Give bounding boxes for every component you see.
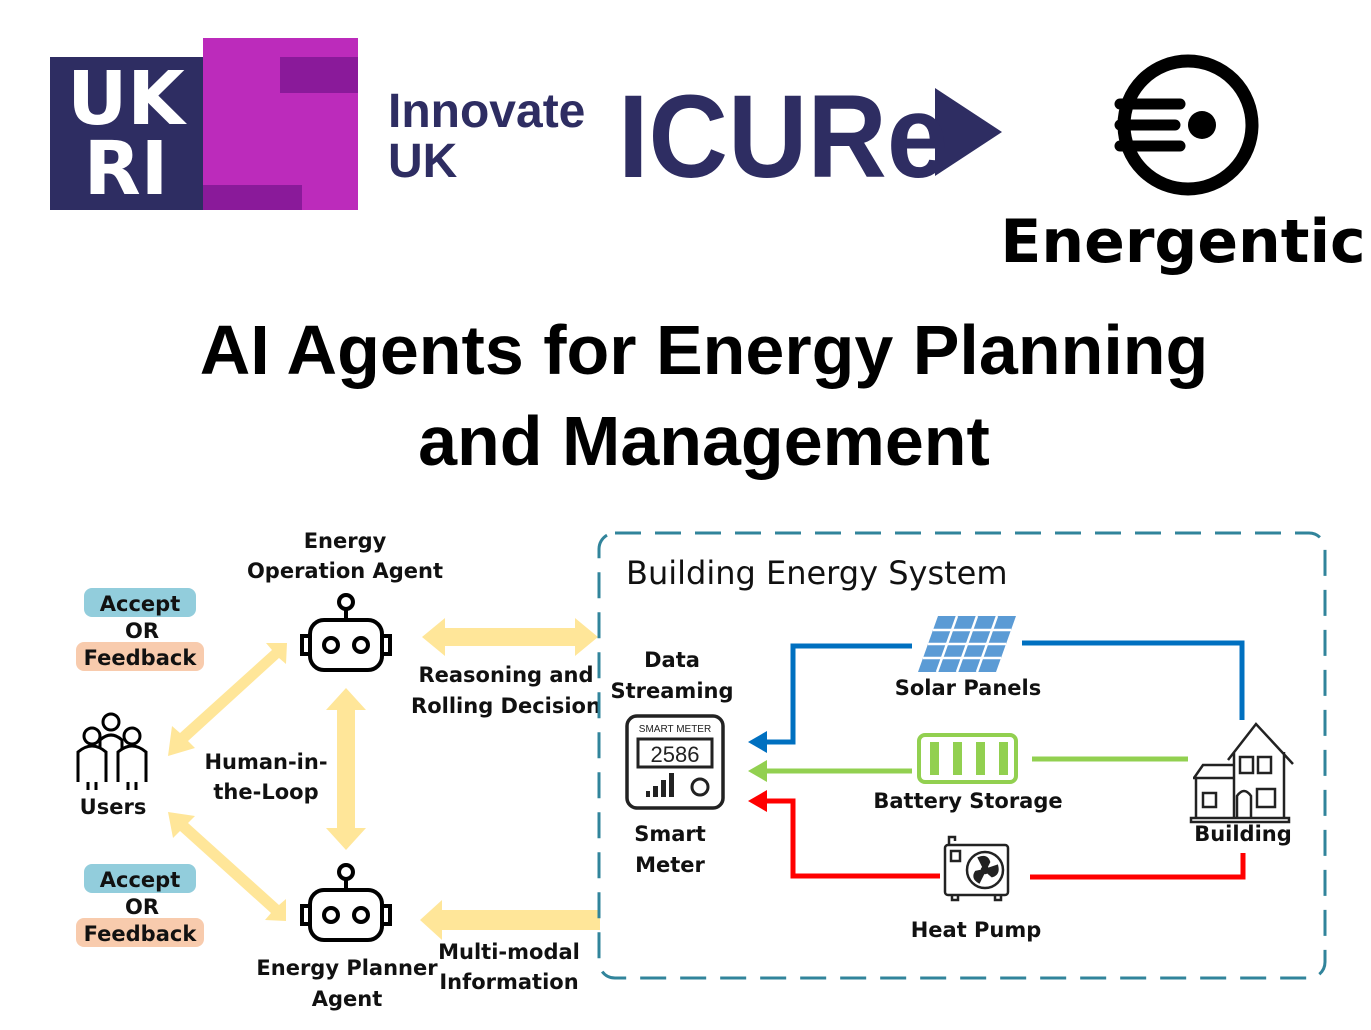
reasoning-label-2: Rolling Decision: [411, 694, 601, 718]
feedback-label: Feedback: [84, 646, 198, 670]
accept-label: Accept: [100, 868, 180, 892]
multimodal-arrow: [420, 900, 600, 940]
multimodal-label-2: Information: [439, 970, 578, 994]
or-label: OR: [125, 895, 159, 919]
multimodal-label-1: Multi-modal: [438, 940, 580, 964]
solar-panel-icon: [918, 615, 1016, 673]
reasoning-double-arrow: [422, 618, 598, 656]
smart-meter-icon: SMART METER 2586: [625, 714, 725, 810]
users-operation-arrow: [168, 643, 287, 756]
building-icon: [1189, 722, 1294, 824]
feedback-label: Feedback: [84, 922, 198, 946]
red-arrowhead: [748, 790, 767, 812]
or-label: OR: [125, 619, 159, 643]
robot-icon-planner: [300, 863, 392, 942]
building-label: Building: [1194, 822, 1292, 846]
heat-pump-label: Heat Pump: [911, 918, 1042, 942]
innovate-uk-line1: Innovate: [388, 85, 585, 138]
solar-panels-label: Solar Panels: [895, 676, 1041, 700]
system-title: Building Energy System: [626, 554, 1008, 592]
data-streaming-label-1: Data: [644, 648, 700, 672]
reasoning-label-1: Reasoning and: [418, 663, 593, 687]
operation-agent-label-2: Operation Agent: [247, 559, 443, 583]
svg-text:RI: RI: [84, 126, 169, 212]
data-streaming-label-2: Streaming: [611, 679, 734, 703]
battery-storage-label: Battery Storage: [873, 789, 1062, 813]
icure-text: ICURe: [618, 71, 948, 203]
smart-meter-label-1: Smart: [634, 822, 706, 846]
heat-pump-icon: [943, 835, 1010, 902]
human-in-loop-label-1: Human-in-: [204, 750, 327, 774]
page-title-line2: and Management: [418, 402, 990, 480]
feedback-group-top: Accept OR Feedback: [76, 588, 204, 671]
users-label: Users: [80, 795, 147, 819]
agents-double-arrow: [326, 688, 366, 850]
planner-agent-label-1: Energy Planner: [256, 956, 438, 980]
building-energy-system-frame: [597, 531, 1327, 980]
innovate-uk-line2: UK: [388, 135, 458, 188]
energentic-text: Energentic: [1000, 207, 1365, 277]
solar-building-line: [1022, 640, 1245, 720]
robot-icon-operation: [300, 593, 392, 672]
meter-reading: 2586: [651, 742, 700, 767]
solar-flow-line: [765, 643, 912, 745]
energentic-logo: Energentic: [1000, 54, 1366, 277]
planner-agent-label-2: Agent: [312, 987, 383, 1011]
flow-arrows: [168, 618, 600, 940]
icure-logo: ICURe: [618, 71, 1002, 203]
users-planner-arrow: [168, 812, 286, 921]
svg-text:UK: UK: [67, 56, 187, 142]
battery-icon: [917, 733, 1018, 784]
smart-meter-label-2: Meter: [635, 853, 705, 877]
ukri-logo: UK RI: [50, 38, 358, 212]
feedback-group-bottom: Accept OR Feedback: [76, 864, 204, 947]
energy-flow-lines: [765, 640, 1246, 880]
accept-label: Accept: [100, 592, 180, 616]
page-title-line1: AI Agents for Energy Planning: [200, 311, 1209, 389]
heatpump-flow-line: [765, 798, 940, 879]
meter-header: SMART METER: [639, 724, 711, 735]
green-arrowhead: [748, 760, 767, 782]
human-in-loop-label-2: the-Loop: [213, 780, 318, 804]
blue-arrowhead: [748, 731, 767, 753]
users-icon: [76, 712, 148, 790]
heatpump-building-line: [1030, 853, 1246, 880]
operation-agent-label-1: Energy: [304, 529, 387, 553]
